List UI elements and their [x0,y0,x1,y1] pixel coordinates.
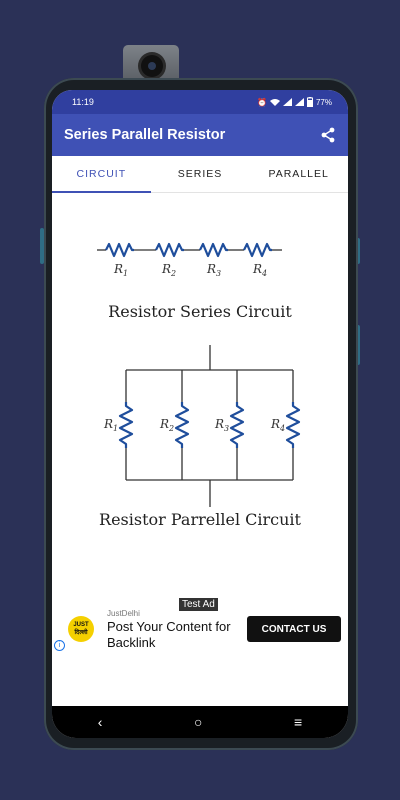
signal-icon [282,98,292,106]
series-label-r2: R2 [161,262,176,278]
parallel-resistor-2 [174,402,190,448]
side-key [356,325,360,365]
status-bar: 11:19 ⏰ 77% [52,90,348,114]
home-icon[interactable]: ○ [194,714,203,730]
wifi-icon [269,99,280,106]
alarm-icon: ⏰ [257,97,267,107]
parallel-label-r3: R3 [214,417,229,433]
parallel-resistor-3 [229,402,245,448]
ad-headline[interactable]: Post Your Content for Backlink [107,619,231,650]
series-caption: Resistor Series Circuit [108,302,292,321]
parallel-resistor-1 [118,402,134,448]
series-label-r1: R1 [113,262,128,278]
battery-icon [306,97,313,107]
phone-screen: 11:19 ⏰ 77% Series Parallel Resistor CIR… [52,90,348,738]
advertiser-logo: JUST दिल्ली [68,616,94,642]
series-resistor-1 [105,242,134,258]
tab-series[interactable]: SERIES [177,168,223,180]
ad-advertiser: JustDelhi [107,609,140,618]
signal-icon-2 [294,98,304,106]
circuit-content: R1 R2 R3 R4 Resistor Series Circuit [52,193,348,698]
battery-percent: 77% [315,97,332,107]
series-label-r4: R4 [252,262,267,278]
ad-tag: Test Ad [179,598,218,611]
contact-us-button[interactable]: CONTACT US [247,616,341,642]
series-resistor-4 [243,242,272,258]
volume-button [40,228,44,264]
series-resistor-2 [155,242,184,258]
parallel-resistor-4 [285,402,301,448]
series-resistor-3 [199,242,228,258]
parallel-circuit-diagram: R1 R2 R3 R4 [103,345,301,507]
parallel-label-r4: R4 [270,417,285,433]
ad-banner[interactable]: Test Ad JUST दिल्ली JustDelhi Post Your … [52,598,348,662]
tab-parallel[interactable]: PARALLEL [268,168,329,180]
camera-lens-icon [141,55,163,77]
power-button [356,238,360,264]
navigation-bar: ‹ ○ ≡ [52,706,348,738]
status-time: 11:19 [72,97,94,107]
recents-icon[interactable]: ≡ [294,714,303,730]
series-label-r3: R3 [206,262,221,278]
app-title: Series Parallel Resistor [64,127,226,143]
status-icons: ⏰ 77% [257,97,332,107]
logo-line1: JUST [73,622,89,628]
parallel-caption: Resistor Parrellel Circuit [99,510,301,529]
parallel-label-r2: R2 [159,417,174,433]
info-icon[interactable]: i [54,640,65,651]
parallel-label-r1: R1 [103,417,118,433]
share-icon[interactable] [320,127,336,143]
app-bar: Series Parallel Resistor [52,114,348,156]
logo-line2: दिल्ली [74,630,88,636]
tab-circuit[interactable]: CIRCUIT [52,156,151,193]
tab-bar: CIRCUIT SERIES PARALLEL [52,156,348,193]
series-circuit-diagram: R1 R2 R3 R4 [97,242,282,278]
back-icon[interactable]: ‹ [97,714,103,730]
